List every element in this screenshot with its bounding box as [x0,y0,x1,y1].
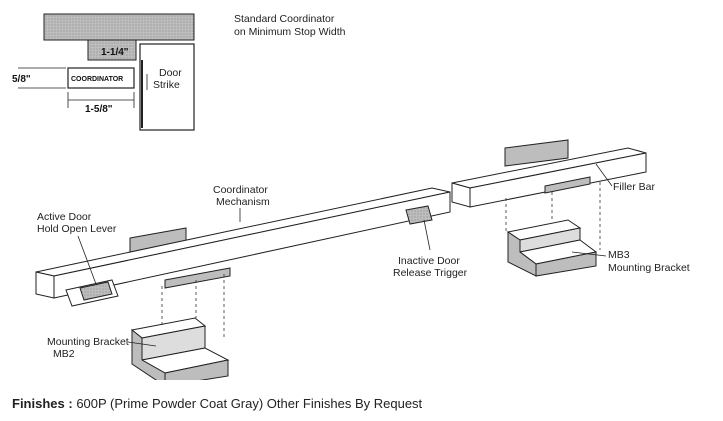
label-active-door-1: Active Door [37,211,92,223]
callout-labels: Coordinator Mechanism Active Door Hold O… [37,181,690,360]
coordinator-diagram: 1-1/4" 5/8" 1-5/8" COORDINATOR Door Stri… [12,13,690,380]
label-mb3-1: MB3 [608,249,630,261]
back-plate-right [504,139,569,167]
finishes-label: Finishes : [12,396,73,411]
finishes-text: 600P (Prime Powder Coat Gray) Other Fini… [76,396,423,411]
coordinator-label: COORDINATOR [71,76,123,83]
mounting-bracket-mb3 [506,219,598,277]
door-frame-top [43,13,195,41]
dim-left: 5/8" [12,74,31,85]
coordinator-bar-end [35,271,55,299]
door-strike-label-2: Strike [153,79,180,91]
inset-caption-2: on Minimum Stop Width [234,26,346,38]
label-mb2-2: MB2 [53,348,75,360]
label-inactive-door-1: Inactive Door [398,255,460,267]
label-mb2-1: Mounting Bracket [47,336,129,348]
cross-section-inset: 1-1/4" 5/8" 1-5/8" COORDINATOR Door Stri… [12,13,346,131]
door-strike-label-1: Door [159,67,182,79]
label-coordinator-mechanism-1: Coordinator [213,184,268,196]
finishes-line: Finishes : 600P (Prime Powder Coat Gray)… [12,396,422,411]
coordinator-section [67,67,135,89]
mounting-bracket-mb2 [130,317,230,380]
door-strike-section [139,43,195,131]
bar-underside-strip [164,267,231,289]
release-trigger [405,205,433,225]
dim-bottom: 1-5/8" [85,104,113,115]
label-inactive-door-2: Release Trigger [393,267,468,279]
label-coordinator-mechanism-2: Mechanism [216,196,270,208]
hold-open-lever-grip [79,281,113,301]
leader-lines [77,163,613,347]
inset-caption-1: Standard Coordinator [234,13,335,25]
door-stop [87,39,137,61]
coordinator-assembly [35,139,647,380]
alignment-lines [161,182,601,340]
filler-bar-end [451,182,471,208]
label-active-door-2: Hold Open Lever [37,223,117,235]
label-mb3-2: Mounting Bracket [608,262,690,274]
dim-top: 1-1/4" [101,47,129,58]
label-filler-bar: Filler Bar [613,181,656,193]
filler-underside-strip [544,176,591,194]
